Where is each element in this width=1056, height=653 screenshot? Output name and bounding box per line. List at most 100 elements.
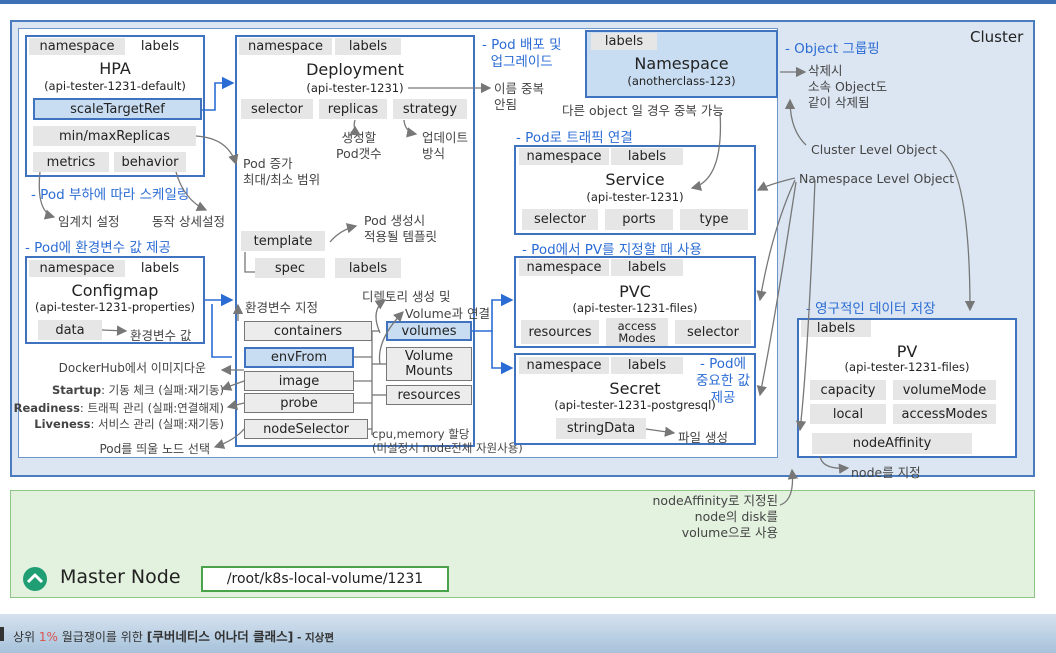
configmap-data[interactable]: data xyxy=(38,320,102,340)
note-name-dup: 이름 중복 안됨 xyxy=(494,81,544,112)
heading-pv: - 영구적인 데이터 저장 xyxy=(806,301,936,317)
hpa-metrics[interactable]: metrics xyxy=(33,152,109,172)
deployment-spec-labels: labels xyxy=(335,258,401,278)
footer-mid: 월급쟁이를 위한 xyxy=(57,630,147,644)
note-update: 업데이트 방식 xyxy=(422,130,469,161)
liveness-key: Liveness xyxy=(34,417,91,431)
note-dockerhub: DockerHub에서 이미지다운 xyxy=(58,361,206,375)
hpa-behavior[interactable]: behavior xyxy=(114,152,186,172)
namespace-labels: labels xyxy=(591,33,657,50)
service-namespace: namespace xyxy=(519,148,609,165)
heading-secret: - Pod에 중요한 값 제공 xyxy=(696,356,750,406)
note-cpu-memory: cpu,memory 할당 (미설정시 node전체 자원사용) xyxy=(372,427,523,455)
pv-capacity[interactable]: capacity xyxy=(810,380,886,400)
deployment-envfrom[interactable]: envFrom xyxy=(244,347,354,368)
pv-labels: labels xyxy=(801,320,871,337)
note-delete: 삭제시 소속 Object도 같이 삭제됨 xyxy=(808,63,888,110)
secret-title: Secret xyxy=(609,379,661,398)
service-selector[interactable]: selector xyxy=(522,209,598,230)
service-subtitle: (api-tester-1231) xyxy=(586,190,684,204)
hpa-title: HPA xyxy=(99,59,131,78)
configmap-title: Configmap xyxy=(71,281,159,300)
note-pod-range: Pod 증가 최대/최소 범위 xyxy=(243,156,321,187)
pv-volume-mode[interactable]: volumeMode xyxy=(893,380,996,400)
master-node-path[interactable]: /root/k8s-local-volume/1231 xyxy=(201,566,449,592)
hpa-namespace: namespace xyxy=(29,38,125,55)
hpa-labels: labels xyxy=(127,38,193,55)
pv-title: PV xyxy=(896,342,918,361)
pv-node-affinity[interactable]: nodeAffinity xyxy=(812,433,972,454)
heading-deploy: - Pod 배포 및 업그레이드 xyxy=(482,37,562,70)
readiness-key: Readiness xyxy=(13,401,80,415)
deployment-containers[interactable]: containers xyxy=(244,321,372,341)
configmap-subtitle: (api-tester-1231-properties) xyxy=(34,300,196,314)
deployment-replicas[interactable]: replicas xyxy=(319,99,387,119)
note-namespace-level: Namespace Level Object xyxy=(799,171,955,186)
deployment-volumes[interactable]: volumes xyxy=(386,321,472,341)
heading-hpa: - Pod 부하에 따라 스케일링 xyxy=(31,187,190,203)
hpa-min-max-replicas[interactable]: min/maxReplicas xyxy=(33,126,196,146)
secret-string-data[interactable]: stringData xyxy=(556,418,646,439)
cluster-label: Cluster xyxy=(970,28,1024,46)
deployment-strategy[interactable]: strategy xyxy=(393,99,467,119)
startup-key: Startup xyxy=(51,383,102,397)
footer-suffix: - 지상편 xyxy=(293,632,334,644)
deployment-subtitle: (api-tester-1231) xyxy=(306,81,404,95)
pvc-selector[interactable]: selector xyxy=(675,320,751,344)
note-readiness: Readiness: 트래픽 관리 (실패:연결해제) xyxy=(0,400,224,416)
pvc-access-modes[interactable]: access Modes xyxy=(606,318,668,346)
pvc-title: PVC xyxy=(619,282,651,301)
note-liveness: Liveness: 서비스 관리 (실패:재기동) xyxy=(20,416,224,432)
hpa-scale-target-ref[interactable]: scaleTargetRef xyxy=(33,98,202,120)
configmap-namespace: namespace xyxy=(29,260,125,277)
note-threshold: 임계치 설정 xyxy=(58,214,120,229)
footer-marker xyxy=(0,627,4,641)
service-ports[interactable]: ports xyxy=(605,209,673,230)
service-title: Service xyxy=(605,170,665,189)
secret-namespace: namespace xyxy=(519,357,609,374)
deployment-resources[interactable]: resources xyxy=(386,385,472,405)
namespace-title: Namespace xyxy=(634,54,729,73)
pvc-resources[interactable]: resources xyxy=(521,320,599,344)
heading-service: - Pod로 트래픽 연결 xyxy=(516,130,633,146)
deployment-spec[interactable]: spec xyxy=(255,258,325,278)
note-template: Pod 생성시 적용될 템플릿 xyxy=(364,213,437,244)
secret-labels: labels xyxy=(611,357,683,374)
deployment-selector[interactable]: selector xyxy=(241,99,313,119)
deployment-title: Deployment xyxy=(306,60,404,79)
footer-percent: 1% xyxy=(38,630,58,644)
secret-subtitle: (api-tester-1231-postgresql) xyxy=(554,398,716,412)
pv-access-modes[interactable]: accessModes xyxy=(893,404,996,424)
note-cluster-level: Cluster Level Object xyxy=(811,142,938,157)
readiness-value: : 트래픽 관리 (실패:연결해제) xyxy=(79,401,224,415)
note-env-value: 환경변수 값 xyxy=(130,328,192,343)
deployment-volume-mounts[interactable]: Volume Mounts xyxy=(386,347,472,381)
service-labels: labels xyxy=(611,148,683,165)
deployment-node-selector[interactable]: nodeSelector xyxy=(244,419,368,439)
pv-subtitle: (api-tester-1231-files) xyxy=(844,360,970,374)
configmap-labels: labels xyxy=(127,260,193,277)
note-volume-connect: Volume과 연결 xyxy=(405,306,490,321)
deployment-labels: labels xyxy=(335,38,401,55)
pvc-subtitle: (api-tester-1231-files) xyxy=(572,301,698,315)
master-node-label: Master Node xyxy=(60,566,181,588)
footer-bar xyxy=(0,614,1056,653)
deployment-probe[interactable]: probe xyxy=(244,393,354,413)
deployment-namespace: namespace xyxy=(239,38,332,55)
liveness-value: : 서비스 관리 (실패:재기동) xyxy=(90,417,225,431)
footer-text: 상위 1% 월급쟁이를 위한 [쿠버네티스 어나더 클래스] - 지상편 xyxy=(13,626,334,645)
master-node-area xyxy=(10,490,1035,598)
deployment-template[interactable]: template xyxy=(241,231,325,251)
note-startup: Startup: 기동 체크 (실패:재기동) xyxy=(40,382,224,398)
note-diff-object: 다른 object 일 경우 중복 가능 xyxy=(562,103,724,118)
pv-local[interactable]: local xyxy=(810,404,886,424)
service-type[interactable]: type xyxy=(680,209,748,230)
hpa-subtitle: (api-tester-1231-default) xyxy=(44,79,186,93)
footer-course: [쿠버네티스 어나더 클래스] xyxy=(146,629,294,644)
kubernetes-logo-icon xyxy=(23,567,47,591)
footer-pre: 상위 xyxy=(13,630,39,644)
deployment-image[interactable]: image xyxy=(244,371,354,391)
top-border xyxy=(0,0,1056,4)
note-node-affinity-disk: nodeAffinity로 지정된 node의 disk를 volume으로 사… xyxy=(652,493,779,540)
note-env-set: 환경변수 지정 xyxy=(245,300,318,315)
